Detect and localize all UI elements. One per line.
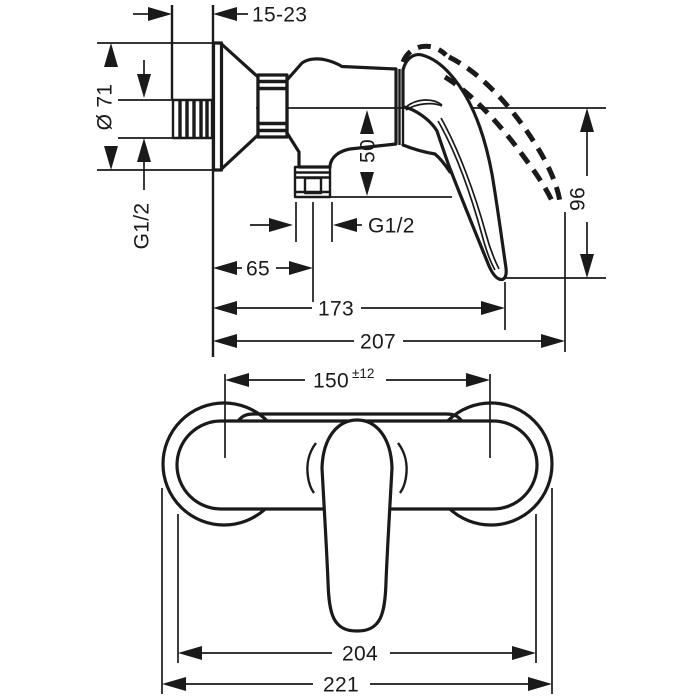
lever-blade-edge-line bbox=[437, 120, 496, 271]
dim-label-escutcheon-diameter: Ø 71 bbox=[94, 84, 117, 131]
lever-swing-arc-dashed bbox=[400, 43, 448, 64]
arrowhead bbox=[528, 677, 552, 691]
outlet-square bbox=[303, 176, 323, 195]
arrowhead bbox=[580, 254, 594, 278]
dim-label-wall-offset: 15-23 bbox=[252, 4, 307, 27]
lever-top-highlight bbox=[405, 99, 443, 108]
arrowhead bbox=[512, 646, 536, 660]
arrowhead bbox=[178, 646, 202, 660]
lever-handle-dashed-position bbox=[400, 43, 563, 207]
inlet-thread-pipe bbox=[171, 98, 214, 140]
arrowhead bbox=[289, 261, 313, 275]
dim-label-total-width: 221 bbox=[323, 674, 359, 697]
dim-lever-reach: 173 bbox=[213, 298, 505, 321]
arrowhead bbox=[466, 373, 490, 387]
arrowhead bbox=[333, 218, 357, 232]
dim-outlet-thread: G1/2 bbox=[250, 215, 415, 238]
lever-neck-underside bbox=[401, 143, 452, 174]
dim-label-lever-height: 96 bbox=[567, 187, 590, 211]
arrowhead bbox=[213, 301, 237, 315]
dim-label-total-depth: 207 bbox=[360, 331, 396, 354]
dim-lever-height: 96 bbox=[567, 108, 594, 278]
side-view: 15-23 Ø 71 G1/2 50 G1/2 bbox=[94, 4, 606, 357]
dim-outlet-drop: 50 bbox=[357, 110, 380, 196]
lever-handle-outline bbox=[401, 52, 508, 282]
dim-label-outlet-drop: 50 bbox=[357, 139, 380, 163]
union-nut bbox=[256, 73, 289, 139]
arrowhead bbox=[269, 218, 293, 232]
front-view: 150 ±12 204 221 bbox=[161, 366, 554, 697]
dim-label-lever-reach: 173 bbox=[318, 298, 354, 321]
lever-handle-front bbox=[320, 418, 394, 633]
dim-wall-offset: 15-23 bbox=[133, 4, 307, 27]
arrowhead bbox=[137, 138, 151, 162]
body-top-edge bbox=[237, 412, 463, 422]
outlet-body bbox=[293, 165, 332, 199]
escutcheon bbox=[211, 41, 260, 172]
dim-label-inlet-thread: G1/2 bbox=[131, 203, 154, 250]
dim-total-width: 221 bbox=[162, 674, 552, 697]
lever-blade-edge-line bbox=[440, 117, 500, 270]
arrowhead bbox=[481, 301, 505, 315]
cartridge-cover-arc bbox=[397, 442, 408, 494]
cartridge-cover-arc bbox=[306, 442, 317, 494]
dim-inlet-thread: G1/2 bbox=[131, 60, 154, 249]
arrowhead bbox=[580, 108, 594, 132]
arrowhead bbox=[360, 172, 374, 196]
lever-handle bbox=[401, 52, 508, 282]
dim-total-depth: 207 bbox=[213, 331, 565, 354]
dim-label-center-distance-tolerance: ±12 bbox=[352, 366, 374, 381]
arrowhead bbox=[162, 677, 186, 691]
dim-label-body-width: 204 bbox=[342, 643, 378, 666]
lever-top-highlight bbox=[405, 102, 443, 111]
arrowhead bbox=[541, 334, 565, 348]
nut-body bbox=[256, 73, 289, 139]
arrowhead bbox=[148, 7, 172, 21]
dim-body-width: 204 bbox=[178, 643, 536, 666]
arrowhead bbox=[360, 110, 374, 134]
arrowhead bbox=[137, 74, 151, 98]
escutcheon-cone-outline bbox=[219, 42, 260, 171]
outlet-connector bbox=[293, 165, 332, 199]
dim-label-center-distance: 150 bbox=[313, 370, 349, 393]
arrowhead bbox=[104, 146, 118, 170]
arrowhead bbox=[104, 43, 118, 67]
lever-dashed-upper-edge bbox=[447, 54, 563, 203]
dim-label-outlet-offset: 65 bbox=[246, 258, 270, 281]
dim-outlet-offset: 65 bbox=[213, 258, 313, 281]
arrowhead bbox=[213, 7, 237, 21]
dim-center-distance: 150 ±12 bbox=[225, 366, 490, 393]
escutcheon-face bbox=[211, 41, 224, 172]
lever-dashed-lower-edge bbox=[443, 74, 557, 207]
arrowhead bbox=[225, 373, 249, 387]
arrowhead bbox=[213, 261, 237, 275]
dim-label-outlet-thread: G1/2 bbox=[368, 215, 415, 238]
mixer-body-outline bbox=[285, 57, 398, 169]
dim-escutcheon-diameter: Ø 71 bbox=[94, 43, 118, 170]
arrowhead bbox=[213, 334, 237, 348]
